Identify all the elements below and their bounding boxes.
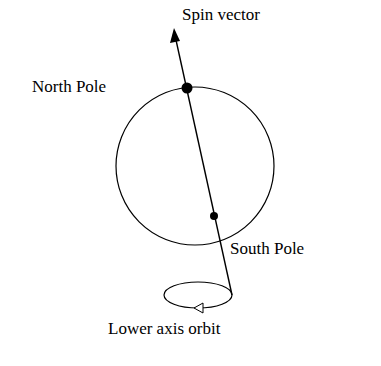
earth-circle: [116, 87, 274, 245]
south-pole-dot: [210, 212, 218, 220]
spin-axis: [176, 40, 232, 295]
axis-label: Spin vector: [182, 6, 260, 25]
orbit-direction-arrow: [194, 303, 203, 313]
orbit-label: Lower axis orbit: [108, 320, 220, 339]
spin-arrowhead: [170, 28, 180, 43]
pole-label: North Pole: [32, 78, 106, 97]
pole-label: South Pole: [230, 240, 304, 259]
axis-orbit: [164, 282, 232, 308]
north-pole-dot: [182, 83, 193, 94]
